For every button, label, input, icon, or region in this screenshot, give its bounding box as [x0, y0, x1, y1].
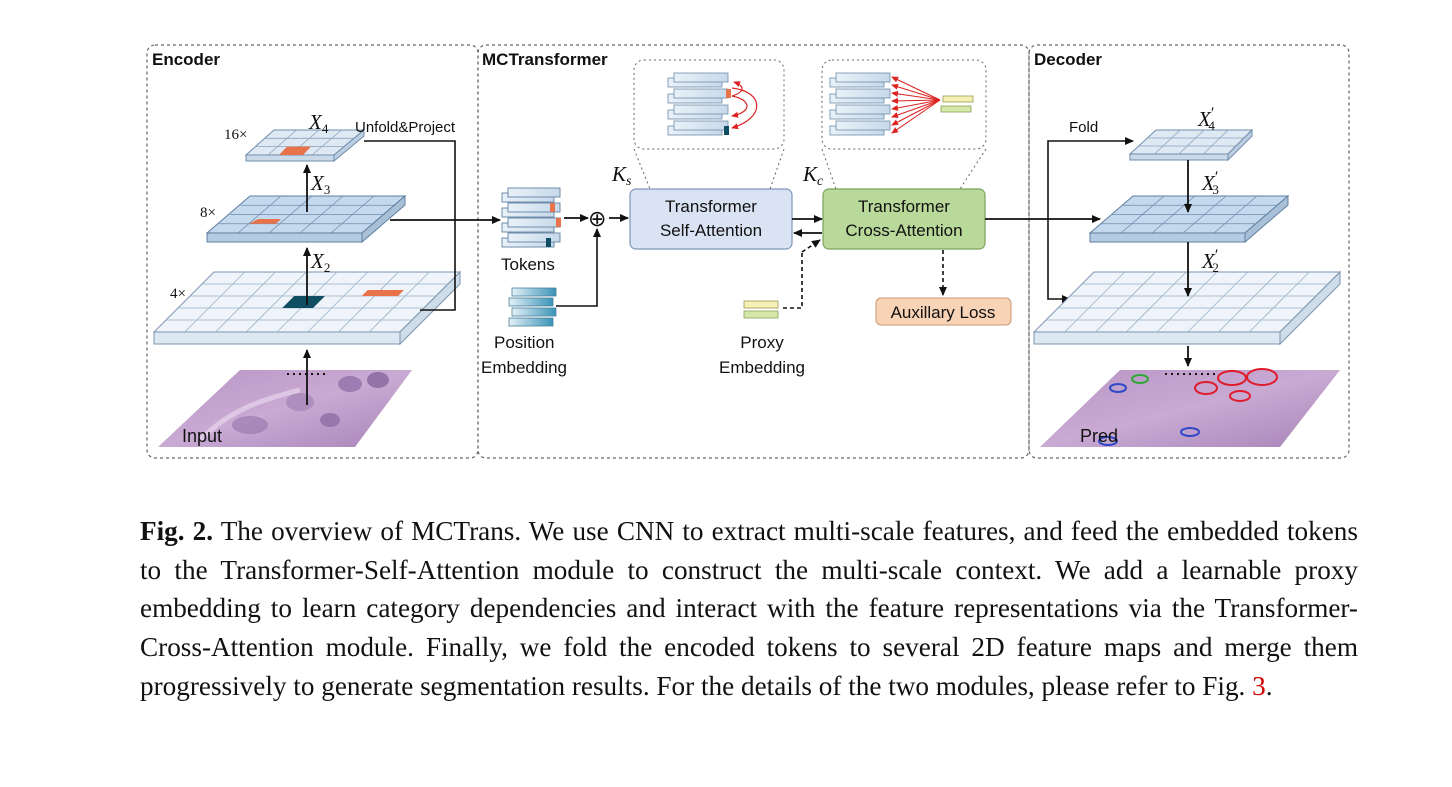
encoder-title: Encoder	[152, 50, 220, 69]
self-attention-line1: Transformer	[665, 197, 757, 216]
pred-label: Pred	[1080, 426, 1118, 446]
cross-attention-inset-tokens	[829, 72, 974, 136]
scale-8x-label: 8×	[200, 205, 216, 221]
highlight-cell-orange	[361, 290, 404, 296]
x4-prime-label: X′4	[1197, 105, 1215, 133]
decoder-panel	[1028, 44, 1350, 459]
proxy-embedding-stack	[743, 300, 779, 319]
x3-prime-label: X′3	[1201, 169, 1219, 197]
proxy-label-line1: Proxy	[740, 333, 784, 352]
feature-map-16x	[244, 128, 366, 163]
position-embedding-stack	[508, 287, 557, 327]
cross-attention-line1: Transformer	[858, 197, 950, 216]
self-attention-line2: Self-Attention	[660, 221, 762, 240]
x2-label: X2	[310, 249, 330, 275]
mctransformer-title: MCTransformer	[482, 50, 608, 69]
caption-end: .	[1265, 670, 1273, 701]
x4-label: X4	[308, 110, 329, 136]
cross-attention-inset	[821, 59, 987, 150]
mctrans-overview-figure: Encoder MCTransformer Decoder Input 4×	[146, 44, 1350, 459]
x3-label: X3	[310, 171, 330, 197]
input-label: Input	[182, 426, 222, 446]
input-image	[158, 370, 412, 447]
unfold-project-label: Unfold&Project	[355, 119, 456, 136]
ks-label: Ks	[611, 162, 632, 189]
proxy-label-line2: Embedding	[719, 358, 805, 377]
self-attention-inset	[633, 59, 785, 150]
auxiliary-loss-label: Auxillary Loss	[891, 303, 996, 322]
self-attention-inset-tokens	[667, 72, 758, 136]
decoder-title: Decoder	[1034, 50, 1102, 69]
decoder-map-x2	[1032, 270, 1342, 346]
encoder-panel	[146, 44, 479, 459]
kc-label: Kc	[802, 162, 824, 189]
tokens-label: Tokens	[501, 255, 555, 274]
tokens-stack	[501, 187, 561, 248]
decoder-map-x3	[1088, 194, 1290, 244]
decoder-map-x4	[1128, 128, 1254, 162]
caption-text: The overview of MCTrans. We use CNN to e…	[140, 516, 1358, 701]
fold-label: Fold	[1069, 119, 1098, 136]
prediction-image	[1040, 368, 1340, 447]
highlight-cell-dark	[282, 296, 325, 308]
cross-attention-line2: Cross-Attention	[845, 221, 962, 240]
figure-reference-link[interactable]: 3	[1252, 670, 1266, 701]
scale-4x-label: 4×	[170, 286, 186, 302]
position-label-line1: Position	[494, 333, 554, 352]
figure-caption: Fig. 2. The overview of MCTrans. We use …	[140, 512, 1358, 706]
add-operator: ⊕	[588, 206, 606, 231]
mctransformer-panel	[477, 44, 1030, 459]
auxiliary-loss-block	[875, 297, 1012, 326]
caption-figure-label: Fig. 2.	[140, 516, 214, 546]
scale-16x-label: 16×	[224, 127, 247, 143]
x2-prime-label: X′2	[1201, 247, 1219, 275]
position-label-line2: Embedding	[481, 358, 567, 377]
feature-map-8x	[205, 194, 407, 244]
